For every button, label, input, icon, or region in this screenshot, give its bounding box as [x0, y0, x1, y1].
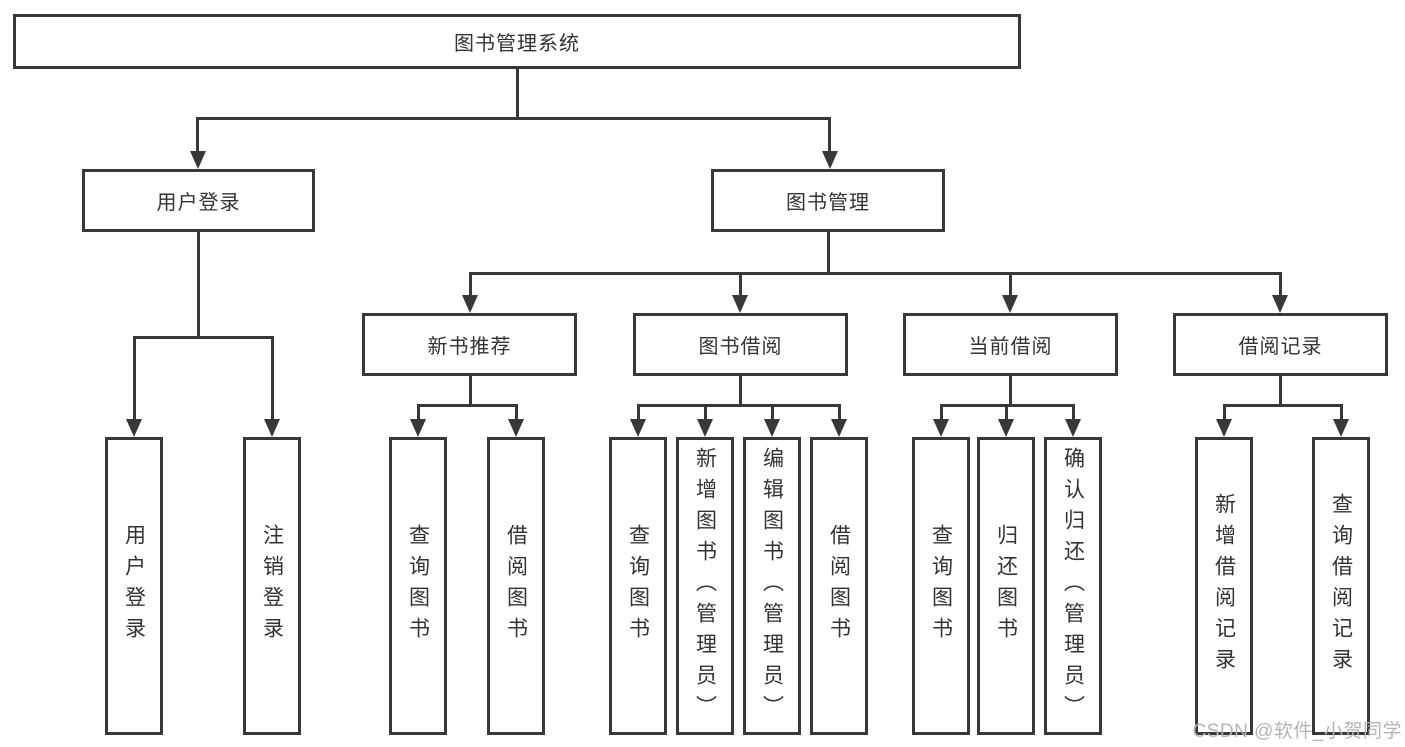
arrow-down-icon [410, 419, 426, 437]
connector-line [1009, 376, 1012, 407]
arrow-down-icon [1002, 295, 1018, 313]
leaf-confirm-return-admin-label: 确认归还（管理员） [1061, 446, 1085, 726]
node-user-login: 用户登录 [82, 169, 315, 232]
connector-line [771, 404, 774, 421]
connector-line [704, 404, 707, 421]
connector-line [838, 404, 841, 421]
connector-line [515, 404, 518, 421]
leaf-edit-book-admin: 编辑图书（管理员） [743, 437, 801, 735]
connector-line [637, 404, 841, 407]
connector-line [417, 404, 420, 421]
arrow-down-icon [1216, 419, 1232, 437]
leaf-return-books-label: 归还图书 [994, 524, 1018, 648]
leaf-query-books-current: 查询图书 [912, 437, 970, 735]
connector-line [469, 376, 472, 407]
connector-line [940, 404, 943, 421]
connector-line [1340, 404, 1343, 421]
leaf-query-borrow-record: 查询借阅记录 [1312, 437, 1370, 735]
arrow-down-icon [1333, 419, 1349, 437]
leaf-return-books: 归还图书 [977, 437, 1035, 735]
node-root: 图书管理系统 [13, 14, 1021, 69]
arrow-down-icon [264, 419, 280, 437]
leaf-logout-label: 注销登录 [260, 524, 284, 648]
leaf-add-borrow-record: 新增借阅记录 [1195, 437, 1253, 735]
connector-line [739, 272, 742, 299]
arrow-down-icon [732, 295, 748, 313]
leaf-query-books-borrow-label: 查询图书 [626, 524, 650, 648]
node-book-management: 图书管理 [711, 169, 945, 232]
connector-line [516, 69, 519, 119]
connector-line [1005, 404, 1008, 421]
node-current-borrow-label: 当前借阅 [968, 336, 1053, 358]
leaf-logout: 注销登录 [243, 437, 301, 735]
leaf-confirm-return-admin: 确认归还（管理员） [1044, 437, 1102, 735]
arrow-down-icon [998, 419, 1014, 437]
leaf-query-books-borrow: 查询图书 [609, 437, 667, 735]
arrow-down-icon [1272, 295, 1288, 313]
node-current-borrow: 当前借阅 [903, 313, 1118, 376]
node-new-book-recommend-label: 新书推荐 [427, 336, 512, 358]
connector-line [827, 232, 830, 275]
connector-line [1223, 404, 1343, 407]
connector-line [1072, 404, 1075, 421]
node-root-label: 图书管理系统 [454, 33, 580, 55]
arrow-down-icon [462, 295, 478, 313]
arrow-down-icon [764, 419, 780, 437]
arrow-down-icon [697, 419, 713, 437]
arrow-down-icon [1065, 419, 1081, 437]
leaf-query-borrow-record-label: 查询借阅记录 [1329, 493, 1353, 679]
node-new-book-recommend: 新书推荐 [362, 313, 577, 376]
connector-line [469, 272, 1282, 275]
connector-line [1223, 404, 1226, 421]
leaf-add-borrow-record-label: 新增借阅记录 [1212, 493, 1236, 679]
arrow-down-icon [190, 151, 206, 169]
node-borrow-records: 借阅记录 [1173, 313, 1388, 376]
leaf-query-books-current-label: 查询图书 [929, 524, 953, 648]
leaf-user-login-label: 用户登录 [122, 524, 146, 648]
connector-line [196, 117, 831, 120]
arrow-down-icon [831, 419, 847, 437]
connector-line [1009, 272, 1012, 299]
connector-line [739, 376, 742, 407]
node-borrow-records-label: 借阅记录 [1238, 336, 1323, 358]
arrow-down-icon [933, 419, 949, 437]
leaf-add-book-admin: 新增图书（管理员） [676, 437, 734, 735]
leaf-edit-book-admin-label: 编辑图书（管理员） [760, 446, 784, 726]
leaf-add-book-admin-label: 新增图书（管理员） [693, 446, 717, 726]
connector-line [469, 272, 472, 299]
leaf-query-books-recommend: 查询图书 [389, 437, 447, 735]
connector-line [197, 232, 200, 339]
leaf-borrow-books-recommend: 借阅图书 [487, 437, 545, 735]
connector-line [196, 117, 199, 153]
arrow-down-icon [508, 419, 524, 437]
connector-line [1279, 376, 1282, 407]
node-book-borrow: 图书借阅 [633, 313, 848, 376]
connector-line [1279, 272, 1282, 299]
connector-line [271, 336, 274, 421]
connector-line [637, 404, 640, 421]
connector-line [133, 336, 136, 421]
leaf-borrow-books-recommend-label: 借阅图书 [504, 524, 528, 648]
connector-line [133, 336, 274, 339]
leaf-query-books-recommend-label: 查询图书 [406, 524, 430, 648]
leaf-borrow-books: 借阅图书 [810, 437, 868, 735]
arrow-down-icon [126, 419, 142, 437]
leaf-user-login: 用户登录 [105, 437, 163, 735]
connector-line [828, 117, 831, 153]
leaf-borrow-books-label: 借阅图书 [827, 524, 851, 648]
connector-line [417, 404, 518, 407]
node-user-login-label: 用户登录 [156, 192, 241, 214]
node-book-management-label: 图书管理 [786, 192, 870, 214]
arrow-down-icon [822, 151, 838, 169]
arrow-down-icon [630, 419, 646, 437]
watermark: CSDN @软件_小贺同学 [1192, 721, 1402, 742]
node-book-borrow-label: 图书借阅 [698, 336, 783, 358]
